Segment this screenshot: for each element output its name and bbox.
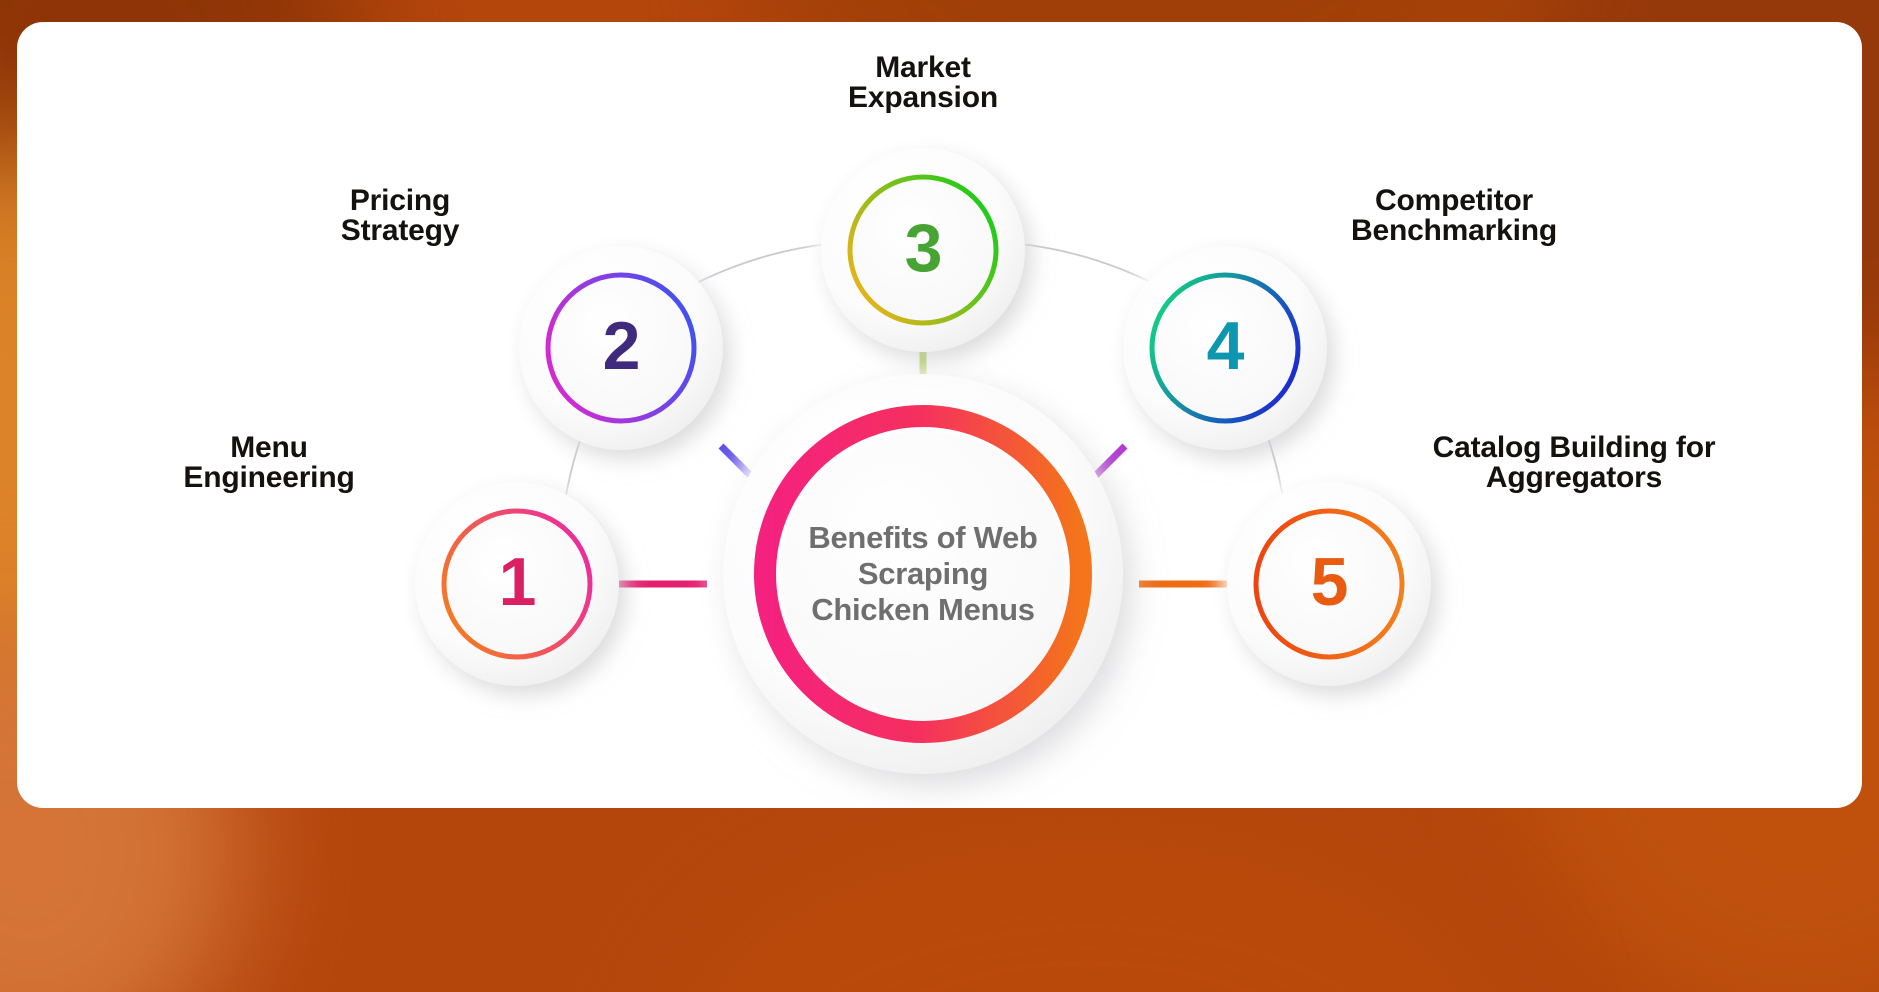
node-5[interactable] xyxy=(1227,482,1431,686)
node-5-ring xyxy=(1253,508,1405,660)
node-4-label: Competitor Benchmarking xyxy=(1351,184,1557,247)
infographic-card: 1 2 3 4 5 Benefits of Web Scraping Chick… xyxy=(17,22,1862,808)
node-2-number: 2 xyxy=(602,308,641,384)
node-1[interactable] xyxy=(415,482,619,686)
node-2[interactable] xyxy=(519,246,723,450)
background-blob xyxy=(657,812,1518,992)
node-4-ring xyxy=(1149,272,1301,424)
node-3[interactable] xyxy=(821,148,1025,352)
center-node xyxy=(723,374,1123,774)
node-1-label: Menu Engineering xyxy=(183,431,355,494)
node-3-number: 3 xyxy=(904,210,943,286)
node-2-ring xyxy=(545,272,697,424)
node-2-label: Pricing Strategy xyxy=(340,184,460,247)
node-5-number: 5 xyxy=(1310,544,1349,620)
node-4[interactable] xyxy=(1123,246,1327,450)
node-1-number: 1 xyxy=(498,544,537,620)
center-ring xyxy=(754,405,1092,743)
node-3-label: Market Expansion xyxy=(848,51,998,114)
center-title: Benefits of Web Scraping Chicken Menus xyxy=(808,520,1038,627)
node-3-ring xyxy=(847,174,999,326)
node-4-number: 4 xyxy=(1206,308,1245,384)
node-5-label: Catalog Building for Aggregators xyxy=(1432,431,1716,494)
circular-diagram xyxy=(415,148,1431,774)
node-1-ring xyxy=(441,508,593,660)
